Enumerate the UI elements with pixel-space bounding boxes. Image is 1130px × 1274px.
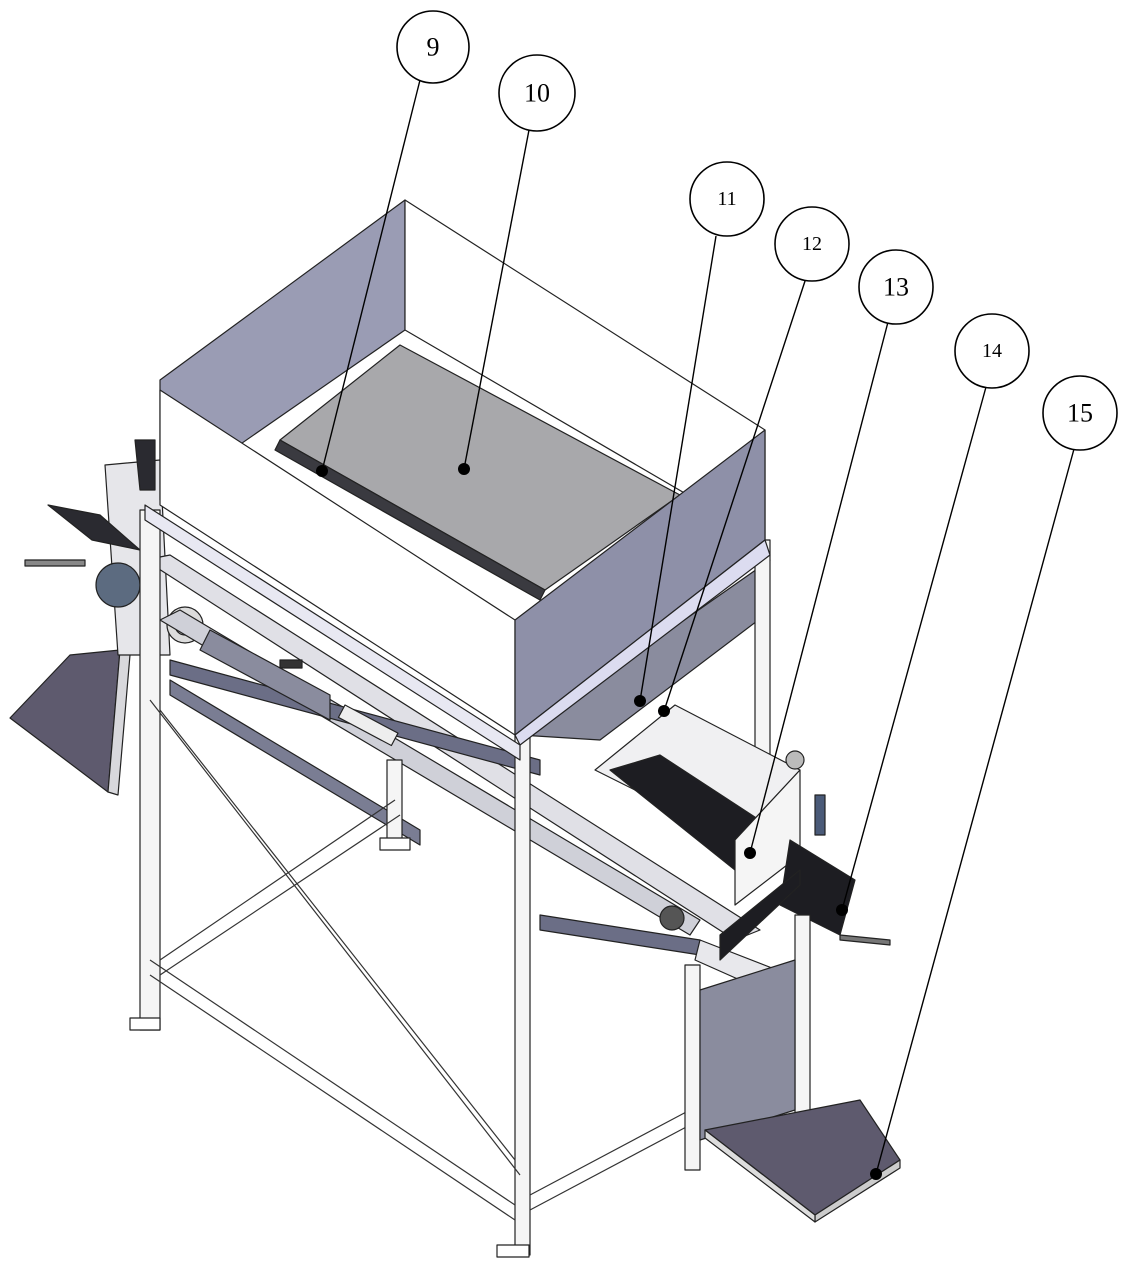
leader-line-13 bbox=[749, 321, 889, 854]
callout-label-9: 9 bbox=[427, 33, 440, 62]
leader-line-15 bbox=[875, 448, 1075, 1175]
callout-13: 13 bbox=[858, 249, 934, 325]
leader-dot-15 bbox=[870, 1168, 882, 1180]
callout-label-12: 12 bbox=[802, 233, 822, 255]
leader-lines bbox=[321, 75, 1075, 1175]
leader-dot-13 bbox=[744, 847, 756, 859]
leader-line-11 bbox=[639, 235, 717, 702]
callout-9: 9 bbox=[396, 10, 470, 84]
leader-line-10 bbox=[463, 129, 530, 470]
callout-14: 14 bbox=[954, 313, 1030, 389]
left-discharge-tray bbox=[9, 649, 121, 793]
callout-label-10: 10 bbox=[524, 79, 550, 108]
callout-label-14: 14 bbox=[982, 340, 1002, 362]
callout-15: 15 bbox=[1042, 375, 1118, 451]
leader-dot-14 bbox=[836, 904, 848, 916]
leader-line-14 bbox=[841, 386, 987, 911]
callout-12: 12 bbox=[774, 206, 850, 282]
leader-dot-9 bbox=[316, 465, 328, 477]
callout-label-11: 11 bbox=[717, 188, 736, 210]
leader-line-9 bbox=[321, 75, 422, 472]
leader-dot-11 bbox=[634, 695, 646, 707]
callout-label-15: 15 bbox=[1067, 399, 1093, 428]
leader-dot-10 bbox=[458, 463, 470, 475]
callout-10: 10 bbox=[498, 54, 576, 132]
leader-dot-12 bbox=[658, 705, 670, 717]
leader-line-12 bbox=[663, 277, 807, 712]
callout-11: 11 bbox=[689, 161, 765, 237]
machine-drawing bbox=[9, 199, 901, 1258]
callout-label-13: 13 bbox=[883, 273, 909, 302]
leader-dots bbox=[316, 463, 882, 1180]
